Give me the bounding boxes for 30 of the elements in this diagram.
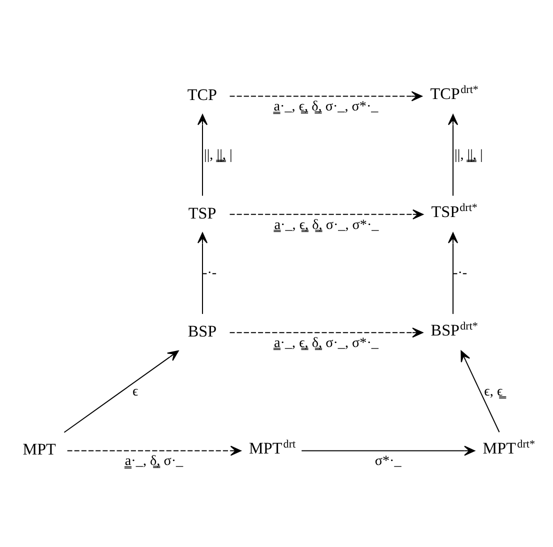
node-text: MPT$^{drt*}$ bbox=[482, 438, 536, 458]
arrow bbox=[67, 446, 242, 456]
edge-label: -·- bbox=[202, 265, 217, 282]
node-text: TCP$^{drt*}$ bbox=[430, 84, 478, 104]
edge-label: a̳·_, ϵ̳, δ̳, σ·_, σ*·_ bbox=[274, 334, 378, 351]
arrow bbox=[302, 446, 476, 456]
arrow bbox=[230, 209, 424, 220]
edge-label: -·- bbox=[453, 265, 468, 282]
edge-label: ϵ bbox=[132, 383, 138, 400]
edge-label: ||, |̳|̳, | bbox=[204, 147, 232, 164]
arrow bbox=[230, 328, 424, 338]
node-text: MPT$^{drt}$ bbox=[248, 438, 296, 458]
edge-label: σ*·_ bbox=[374, 453, 402, 470]
edge-label: ||, |̳|̳, | bbox=[454, 147, 483, 164]
edge-label: a̳·_, ϵ̳, δ̳, σ·_, σ*·_ bbox=[274, 98, 378, 115]
node-text: TSP bbox=[188, 205, 216, 222]
edge-label: a̳·_, δ̳, σ·_ bbox=[124, 453, 184, 470]
arrow bbox=[230, 91, 422, 102]
arrow bbox=[197, 232, 208, 314]
arrow bbox=[448, 114, 458, 196]
edge-label: a̳·_, ϵ̳, δ̳, σ·_, σ*·_ bbox=[274, 216, 379, 233]
node-text: MPT bbox=[22, 442, 56, 459]
arrow bbox=[197, 114, 208, 196]
node-text: BSP bbox=[188, 323, 217, 340]
arrow bbox=[448, 232, 458, 314]
arrow bbox=[64, 350, 179, 433]
node-text: TCP bbox=[187, 87, 217, 104]
arrow bbox=[460, 350, 500, 432]
node-text: TSP$^{drt*}$ bbox=[431, 202, 478, 222]
node-text: BSP$^{drt*}$ bbox=[430, 320, 478, 340]
